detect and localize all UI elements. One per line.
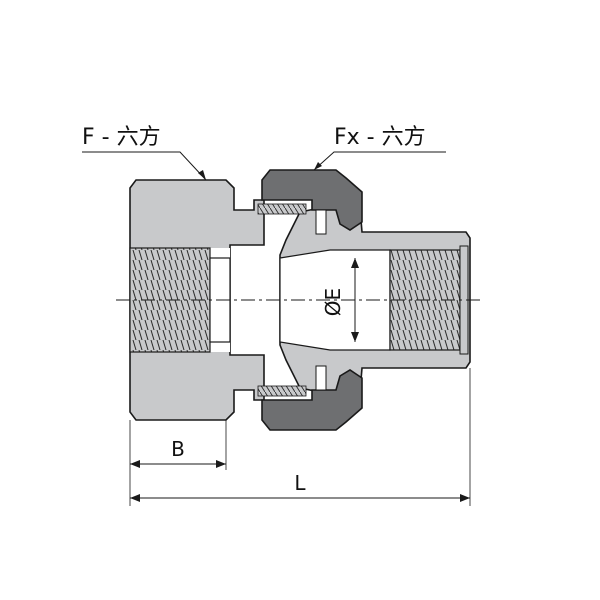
f-hex-label: F - 六方	[82, 125, 161, 150]
fx-hex-leader	[313, 151, 446, 171]
dimension-e-label: ØE	[321, 288, 345, 316]
fx-hex-label: Fx - 六方	[334, 125, 426, 150]
dimension-b	[129, 420, 227, 506]
fx-hex-nut	[261, 169, 363, 431]
dimension-b-label: B	[171, 437, 185, 461]
dimension-l	[130, 368, 471, 506]
f-hex-leader	[82, 151, 207, 181]
external-thread	[257, 203, 307, 397]
dimension-l-label: L	[294, 471, 306, 495]
dimension-e	[351, 258, 359, 342]
